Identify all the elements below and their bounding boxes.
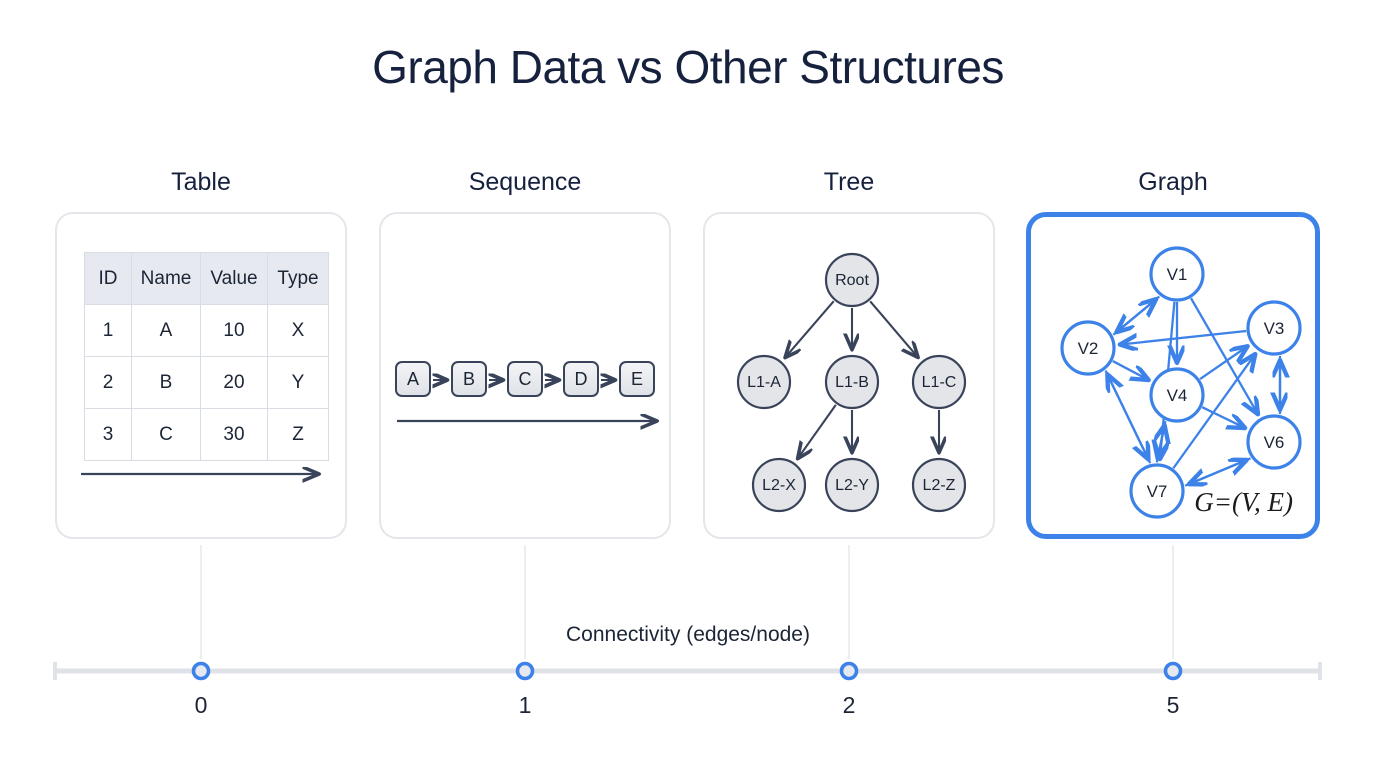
axis-tick-label: 2 xyxy=(842,692,856,718)
axis-tick-marker[interactable] xyxy=(515,661,535,681)
tree-edges xyxy=(786,300,939,458)
node-label: V4 xyxy=(1167,386,1188,405)
graph-edge xyxy=(1112,300,1155,336)
node-label: L1-C xyxy=(922,374,957,391)
sequence-item: A xyxy=(395,361,431,397)
axis-caption: Connectivity (edges/node) xyxy=(566,623,810,646)
table-cell: 10 xyxy=(200,304,268,357)
graph-node: L2-Z xyxy=(911,457,967,513)
axis-tick-marker[interactable] xyxy=(839,661,859,681)
table-row: 3 C 30 Z xyxy=(84,408,329,461)
axis-tick-marker[interactable] xyxy=(1163,661,1183,681)
graph-node: V2 xyxy=(1060,320,1116,376)
table-header-row: ID Name Value Type xyxy=(84,252,329,305)
graph-node: Root xyxy=(824,252,880,308)
table-cell: C xyxy=(131,408,201,461)
table-cell: Z xyxy=(267,408,329,461)
table-cell: B xyxy=(131,356,201,409)
graph-edge xyxy=(1121,329,1247,344)
node-label: V3 xyxy=(1264,319,1285,338)
panel-table: ID Name Value Type 1 A 10 X 2 B 20 Y 3 C xyxy=(55,212,347,539)
node-label: L2-Y xyxy=(835,477,869,494)
graph-node: L2-X xyxy=(751,457,807,513)
axis-tick-label: 5 xyxy=(1166,692,1180,718)
table-cell: X xyxy=(267,304,329,357)
graph-node: V3 xyxy=(1246,300,1302,356)
node-label: V6 xyxy=(1264,433,1285,452)
graph-node: V6 xyxy=(1246,414,1302,470)
node-label: V1 xyxy=(1167,265,1188,284)
graph-node: V1 xyxy=(1149,246,1205,302)
panel-heading-graph: Graph xyxy=(1138,168,1208,196)
tree-edge xyxy=(869,300,917,357)
graph-edge xyxy=(1108,375,1152,464)
table-row: 1 A 10 X xyxy=(84,304,329,357)
graph-node: V4 xyxy=(1149,367,1205,423)
sequence-item: E xyxy=(619,361,655,397)
axis-tick-marker[interactable] xyxy=(191,661,211,681)
graph-formula-label: G=(V, E) xyxy=(1194,487,1293,517)
sequence-connectors-svg xyxy=(397,214,673,541)
axis-tick-label: 1 xyxy=(518,692,532,718)
sequence-item: C xyxy=(507,361,543,397)
table-cell: A xyxy=(131,304,201,357)
node-label: V2 xyxy=(1078,339,1099,358)
node-label: L2-X xyxy=(762,477,796,494)
panel-sequence: A B C D E xyxy=(379,212,671,539)
graph-edge xyxy=(1190,297,1257,413)
table-flow-arrow-svg xyxy=(81,214,349,541)
page-title: Graph Data vs Other Structures xyxy=(372,41,1004,93)
sequence-item: D xyxy=(563,361,599,397)
graph-node: L1-B xyxy=(824,354,880,410)
panel-heading-tree: Tree xyxy=(823,168,875,196)
table-cell: 1 xyxy=(84,304,132,357)
graph-node: L1-A xyxy=(736,354,792,410)
graph-edge xyxy=(1201,406,1244,427)
table-cell: Y xyxy=(267,356,329,409)
panel-heading-table: Table xyxy=(171,168,231,196)
axis-line-group xyxy=(53,661,1322,681)
graph-edge xyxy=(1172,355,1254,469)
node-label: L1-B xyxy=(835,374,869,391)
tree-edge xyxy=(798,404,837,458)
sequence-list: A B C D E xyxy=(395,361,655,397)
table-cell: 30 xyxy=(200,408,268,461)
graph-edge xyxy=(1184,460,1246,487)
graph-node: L2-Y xyxy=(824,457,880,513)
graph-edges xyxy=(1104,295,1280,487)
data-table: ID Name Value Type 1 A 10 X 2 B 20 Y 3 C xyxy=(84,252,329,461)
node-label: L2-Z xyxy=(923,477,956,494)
graph-node: L1-C xyxy=(911,354,967,410)
graph-edge xyxy=(1112,360,1148,380)
node-label: Root xyxy=(835,272,869,289)
panel-heading-sequence: Sequence xyxy=(468,168,582,196)
node-label: L1-A xyxy=(747,374,781,391)
tree-edge xyxy=(786,300,835,357)
graph-node: V7 xyxy=(1129,463,1185,519)
axis-tick-label: 0 xyxy=(194,692,208,718)
table-cell: 3 xyxy=(84,408,132,461)
table-column-header: Type xyxy=(267,252,329,305)
sequence-item: B xyxy=(451,361,487,397)
node-label: V7 xyxy=(1147,482,1168,501)
table-column-header: ID xyxy=(84,252,132,305)
table-cell: 20 xyxy=(200,356,268,409)
